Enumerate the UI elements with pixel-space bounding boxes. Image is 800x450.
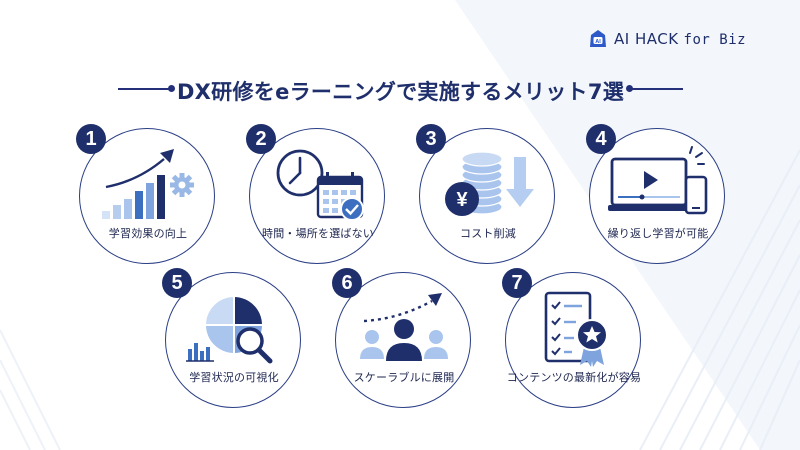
checklist-award-icon	[544, 291, 608, 367]
title-line-right	[631, 88, 683, 90]
pie-magnifier-icon	[186, 297, 273, 364]
benefit-label-4: 繰り返し学習が可能	[607, 227, 709, 240]
title-line-left	[118, 88, 170, 90]
svg-text:¥: ¥	[456, 189, 468, 211]
benefit-number-4: 4	[586, 124, 616, 154]
clock-calendar-icon	[276, 149, 364, 221]
benefit-number-1: 1	[76, 124, 106, 154]
benefit-number-3: 3	[416, 124, 446, 154]
benefit-card-5: 学習状況の可視化	[165, 272, 301, 408]
video-devices-icon	[608, 146, 708, 215]
brand-main: AI HACK	[614, 30, 679, 48]
page-title: DX研修をeラーニングで実施するメリット7選	[176, 80, 625, 104]
growth-chart-icon	[102, 149, 194, 219]
title-dot-left	[168, 85, 175, 92]
yen-coins-down-icon: ¥	[445, 151, 534, 216]
benefit-card-6: スケーラブルに展開	[335, 272, 471, 408]
people-scale-icon	[360, 293, 448, 361]
benefit-label-6: スケーラブルに展開	[353, 371, 455, 384]
title-row: DX研修をeラーニングで実施するメリット7選	[118, 76, 683, 106]
benefit-number-2: 2	[246, 124, 276, 154]
benefit-card-4: 繰り返し学習が可能	[589, 128, 725, 264]
benefit-number-5: 5	[162, 268, 192, 298]
brand-suffix: for Biz	[683, 32, 747, 48]
benefit-label-7: コンテンツの最新化が容易	[506, 371, 642, 384]
benefit-label-5: 学習状況の可視化	[189, 371, 279, 384]
benefit-card-7: コンテンツの最新化が容易	[505, 272, 641, 408]
benefit-card-3: ¥ コスト削減	[419, 128, 555, 264]
logo-badge-text: AI	[595, 39, 601, 45]
hacker-hood-icon: AI	[590, 30, 606, 47]
benefit-label-3: コスト削減	[460, 227, 516, 240]
benefit-label-1: 学習効果の向上	[108, 227, 188, 240]
benefit-label-2: 時間・場所を選ばない	[262, 227, 374, 240]
title-dot-right	[626, 85, 633, 92]
benefit-card-1: 学習効果の向上	[79, 128, 215, 264]
benefit-number-6: 6	[332, 268, 362, 298]
benefit-number-7: 7	[502, 268, 532, 298]
benefit-card-2: 時間・場所を選ばない	[249, 128, 385, 264]
